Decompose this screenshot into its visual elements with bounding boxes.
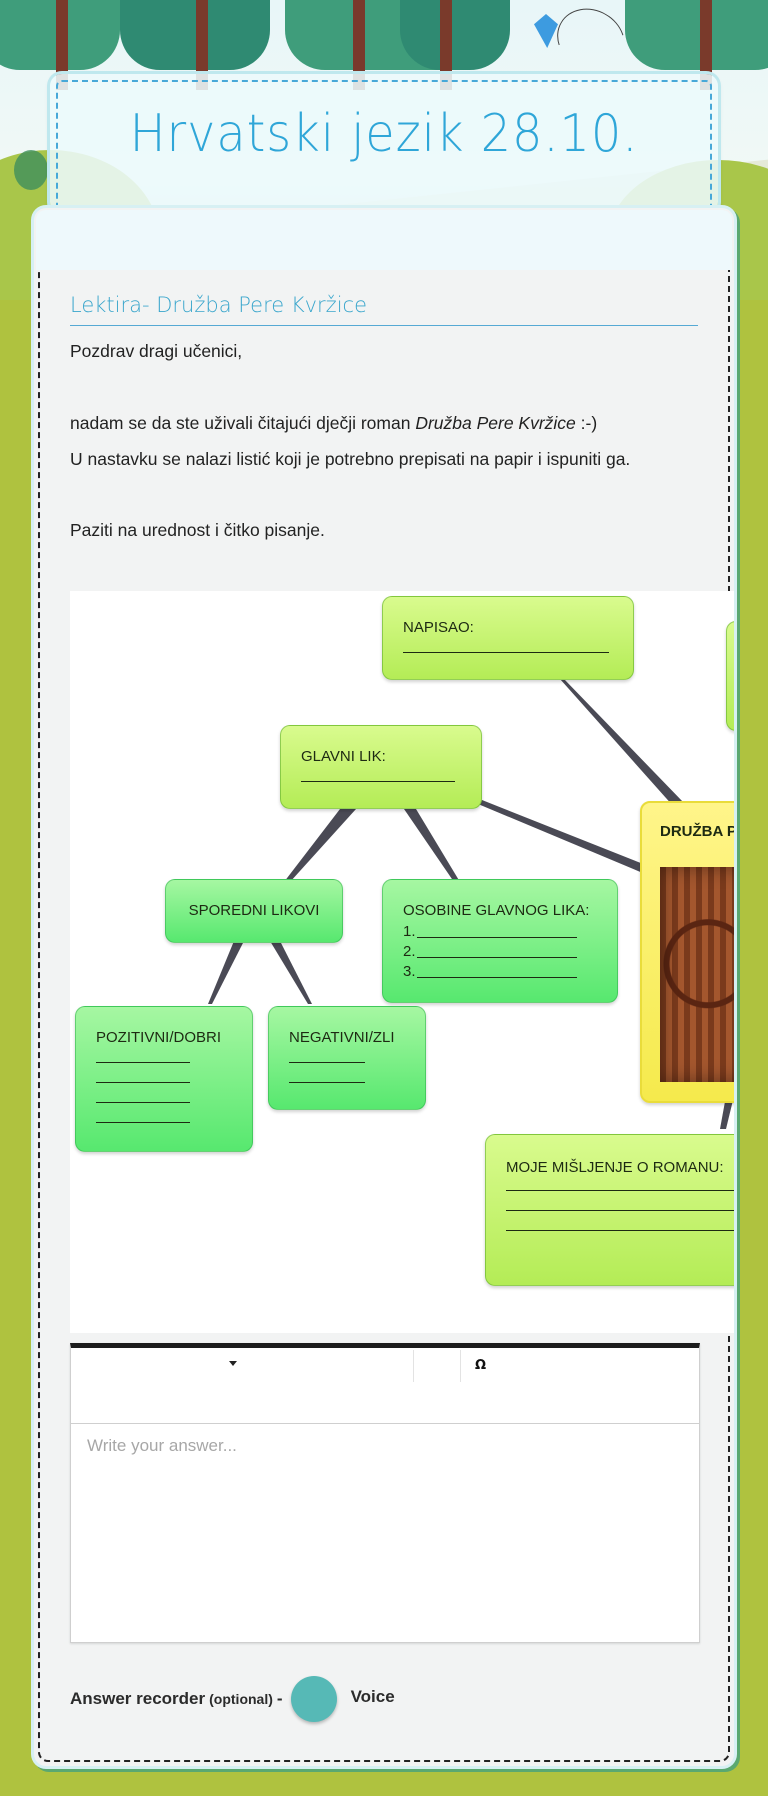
blank-line [96, 1102, 190, 1103]
page-title: Hrvatski jezik 28.10. [129, 104, 639, 164]
smiley-text: :-) [575, 413, 598, 433]
card-top-band [36, 210, 732, 270]
toolbar-divider [413, 1350, 414, 1382]
tree-trunk [700, 0, 712, 90]
kite-string [545, 0, 637, 84]
water-mill-photo [660, 867, 734, 1082]
toolbar-divider [460, 1350, 461, 1382]
recorder-label: Answer recorder [70, 1689, 206, 1708]
blank-line [301, 781, 455, 782]
worksheet-card: Lektira- Družba Pere Kvržice Pozdrav dra… [34, 208, 734, 1766]
section-heading: Lektira- Družba Pere Kvržice [70, 293, 698, 326]
answer-recorder: Answer recorder (optional) - Voice [70, 1676, 395, 1722]
node-glavni-lik: GLAVNI LIK: [280, 725, 482, 809]
voice-record-button[interactable] [290, 1676, 337, 1722]
node-negativni: NEGATIVNI/ZLI [268, 1006, 426, 1110]
node-osobine-label: OSOBINE GLAVNOG LIKA: [403, 902, 590, 919]
blank-line [96, 1122, 190, 1123]
node-napisao: NAPISAO: [382, 596, 634, 680]
tree-canopy [625, 0, 768, 70]
numbered-blank: 3. [403, 963, 577, 981]
greeting-text: Pozdrav dragi učenici, [70, 341, 243, 361]
tree-trunk [56, 0, 68, 90]
kite-icon [534, 14, 558, 48]
blank-line [506, 1210, 734, 1211]
node-pozitivni: POZITIVNI/DOBRI [75, 1006, 253, 1152]
node-negativni-label: NEGATIVNI/ZLI [289, 1029, 395, 1046]
format-dropdown[interactable] [71, 1348, 413, 1382]
node-napisao-label: NAPISAO: [403, 619, 474, 636]
neatness-paragraph: Paziti na urednost i čitko pisanje. [70, 520, 325, 540]
node-partial-right [726, 621, 734, 731]
blank-line [289, 1062, 365, 1063]
intro-text: nadam se da ste uživali čitajući dječji … [70, 413, 416, 433]
special-character-button[interactable]: Ω [475, 1358, 487, 1373]
numbered-blank: 2. [403, 943, 577, 961]
node-center-title: DRUŽBA PERE [640, 801, 734, 1103]
blank-line [506, 1190, 734, 1191]
recorder-optional-label: (optional) [209, 1691, 273, 1707]
caret-down-icon [229, 1361, 237, 1366]
center-title-label: DRUŽBA PERE [660, 823, 734, 840]
answer-editor: Ω [70, 1343, 700, 1643]
node-glavni-lik-label: GLAVNI LIK: [301, 748, 386, 765]
toolbar-button[interactable] [414, 1348, 460, 1382]
blank-line [96, 1082, 190, 1083]
tree-trunk [196, 0, 208, 90]
node-sporedni-likovi: SPOREDNI LIKOVI [165, 879, 343, 943]
mindmap-connectors [208, 679, 734, 1129]
voice-label: Voice [350, 1687, 395, 1706]
answer-input[interactable] [71, 1424, 699, 1643]
title-card: Hrvatski jezik 28.10. [50, 74, 718, 214]
tree-trunk [440, 0, 452, 90]
tree-trunk [353, 0, 365, 90]
node-pozitivni-label: POZITIVNI/DOBRI [96, 1029, 222, 1046]
instruction-paragraph: U nastavku se nalazi listić koji je potr… [70, 449, 631, 469]
intro-paragraph: nadam se da ste uživali čitajući dječji … [70, 412, 700, 434]
tree-canopy [120, 0, 270, 70]
numbered-blank: 1. [403, 923, 577, 941]
tree-canopy [400, 0, 510, 70]
editor-toolbar: Ω [71, 1348, 699, 1424]
node-sporedni-likovi-label: SPOREDNI LIKOVI [188, 902, 320, 919]
blank-line [403, 652, 609, 653]
blank-line [506, 1230, 734, 1231]
node-misljenje: MOJE MIŠLJENJE O ROMANU: [485, 1134, 734, 1286]
node-osobine: OSOBINE GLAVNOG LIKA: 1. 2. 3. [382, 879, 618, 1003]
node-misljenje-label: MOJE MIŠLJENJE O ROMANU: [506, 1159, 724, 1176]
bush-icon [14, 150, 48, 190]
recorder-dash: - [276, 1689, 283, 1708]
blank-line [96, 1062, 190, 1063]
blank-line [289, 1082, 365, 1083]
book-title: Družba Pere Kvržice [415, 413, 576, 433]
mindmap-worksheet-image: NAPISAO: GLAVNI LIK: SPOREDNI LIKOVI OSO… [70, 591, 734, 1333]
